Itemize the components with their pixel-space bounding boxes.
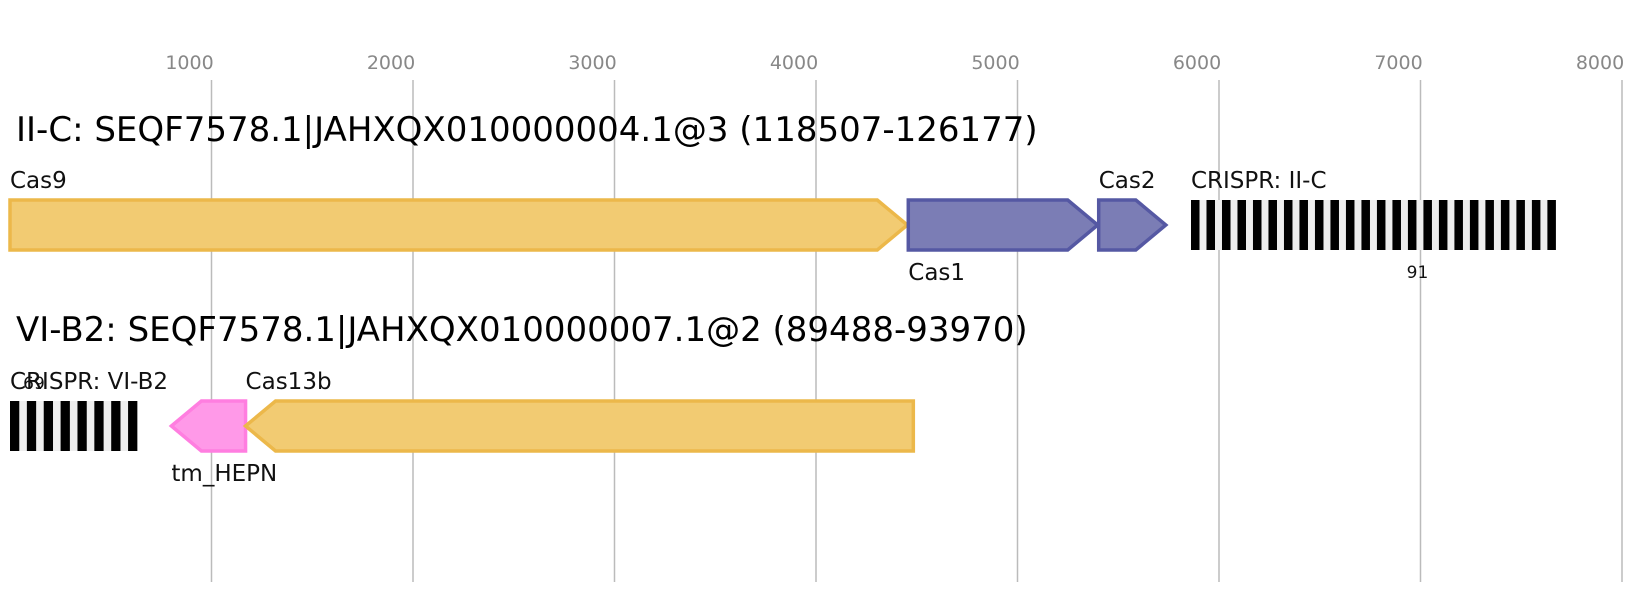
crispr-repeat: [1392, 200, 1401, 250]
crispr-repeat: [43, 401, 54, 451]
gene-label: Cas13b: [246, 369, 332, 395]
crispr-repeat: [111, 401, 121, 451]
gene-cas13b[interactable]: Cas13b: [242, 369, 916, 453]
crispr-repeat: [1221, 200, 1231, 250]
crispr-repeat: [26, 401, 37, 451]
crispr-repeat: [1206, 200, 1216, 250]
gene-cas2[interactable]: Cas2: [1096, 168, 1169, 252]
spacer-count-label: 69: [23, 374, 45, 394]
crispr-repeat: [1531, 200, 1541, 250]
crispr-repeat: [1283, 200, 1293, 250]
gene-arrow[interactable]: [242, 399, 916, 453]
crispr-repeat: [94, 401, 104, 451]
crispr-repeat: [1345, 200, 1355, 250]
spacer-count-label: 91: [1407, 263, 1429, 283]
tick-label: 4000: [770, 52, 818, 74]
gene-label: Cas2: [1099, 168, 1156, 194]
tick-label: 6000: [1173, 52, 1221, 74]
crispr-repeat: [1376, 200, 1386, 250]
crispr-repeat: [1454, 200, 1463, 250]
crispr-repeat: [1299, 200, 1308, 250]
crispr-repeat: [1268, 200, 1277, 250]
gene-cas1[interactable]: Cas1: [906, 198, 1101, 286]
crispr-repeat: [1438, 200, 1448, 250]
tick-label: 1000: [165, 52, 213, 74]
tick-label: 2000: [367, 52, 415, 74]
crispr-repeat: [128, 401, 138, 451]
crispr-background: [1190, 200, 1556, 250]
loci-tracks: II-C: SEQF7578.1|JAHXQX010000004.1@3 (11…: [8, 110, 1556, 487]
locus-track: II-C: SEQF7578.1|JAHXQX010000004.1@3 (11…: [8, 110, 1556, 286]
tick-label: 3000: [568, 52, 616, 74]
tick-label: 8000: [1576, 52, 1624, 74]
gene-label: tm_HEPN: [171, 461, 277, 487]
crispr-repeat: [1237, 200, 1247, 250]
crispr-repeat: [1423, 200, 1432, 250]
crispr-repeat: [1252, 200, 1262, 250]
gene-cas9[interactable]: Cas9: [8, 168, 911, 252]
axis-grid: 1000 2000 3000 4000 5000 6000 7000 8000: [165, 52, 1624, 582]
gene-arrow[interactable]: [8, 198, 911, 252]
tick-label: 7000: [1374, 52, 1422, 74]
crispr-repeat: [10, 401, 20, 451]
crispr-repeat: [1469, 200, 1479, 250]
locus-title: VI-B2: SEQF7578.1|JAHXQX010000007.1@2 (8…: [16, 310, 1028, 350]
crispr-repeat: [1547, 200, 1556, 250]
crispr-repeat: [1500, 200, 1510, 250]
crispr-repeat: [1314, 200, 1324, 250]
crispr-repeat: [77, 401, 87, 451]
locus-title: II-C: SEQF7578.1|JAHXQX010000004.1@3 (11…: [16, 110, 1038, 150]
gene-arrow[interactable]: [1096, 198, 1169, 252]
crispr-label: CRISPR: II-C: [1191, 168, 1327, 194]
gene-label: Cas1: [908, 260, 965, 286]
crispr-repeat: [1485, 200, 1494, 250]
crispr-repeat: [60, 401, 70, 451]
gene-arrow[interactable]: [906, 198, 1101, 252]
crispr-repeat: [1407, 200, 1417, 250]
gene-label: Cas9: [10, 168, 67, 194]
crispr-repeat: [1516, 200, 1525, 250]
crispr-repeat: [1190, 200, 1200, 250]
crispr-repeat: [1361, 200, 1370, 250]
crispr-repeat: [1330, 200, 1339, 250]
gene-arrow[interactable]: [168, 399, 248, 453]
tick-label: 5000: [971, 52, 1019, 74]
crispr-array[interactable]: CRISPR: II-C 91: [1190, 168, 1556, 283]
crispr-label: CRISPR: VI-B2: [10, 369, 168, 395]
locus-track: VI-B2: SEQF7578.1|JAHXQX010000007.1@2 (8…: [10, 310, 1028, 487]
